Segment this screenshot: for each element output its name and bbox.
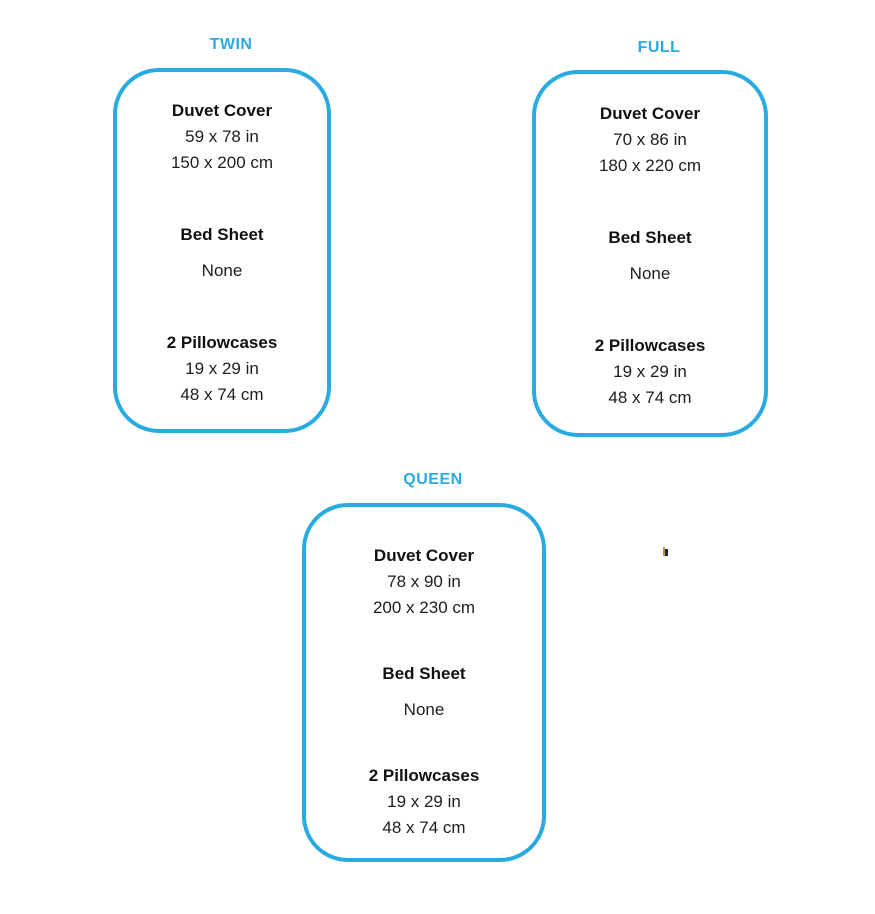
pillowcases-heading: 2 Pillowcases <box>594 336 706 355</box>
pillowcases-section: 2 Pillowcases 19 x 29 in 48 x 74 cm <box>306 763 542 841</box>
size-card-queen: Duvet Cover 78 x 90 in 200 x 230 cm Bed … <box>302 503 546 862</box>
duvet-cover-inches: 59 x 78 in <box>185 127 259 146</box>
size-title-queen: QUEEN <box>403 471 463 488</box>
pillowcases-inches: 19 x 29 in <box>185 359 259 378</box>
pillowcases-inches: 19 x 29 in <box>387 792 461 811</box>
bed-sheet-heading: Bed Sheet <box>608 228 692 247</box>
pillowcases-heading: 2 Pillowcases <box>166 333 278 352</box>
duvet-cover-inches: 70 x 86 in <box>613 130 687 149</box>
duvet-cover-section: Duvet Cover 78 x 90 in 200 x 230 cm <box>306 543 542 621</box>
duvet-cover-cm: 150 x 200 cm <box>170 153 274 172</box>
bed-sheet-section: Bed Sheet None <box>536 225 764 287</box>
duvet-cover-heading: Duvet Cover <box>599 104 701 123</box>
size-card-full: Duvet Cover 70 x 86 in 180 x 220 cm Bed … <box>532 70 768 437</box>
stray-mark-orange <box>663 547 665 556</box>
bed-sheet-heading: Bed Sheet <box>180 225 264 244</box>
pillowcases-heading: 2 Pillowcases <box>368 766 480 785</box>
duvet-cover-section: Duvet Cover 70 x 86 in 180 x 220 cm <box>536 101 764 179</box>
bed-sheet-value: None <box>201 261 243 280</box>
duvet-cover-section: Duvet Cover 59 x 78 in 150 x 200 cm <box>117 98 327 176</box>
size-title-full: FULL <box>637 39 681 56</box>
stray-mark-dark <box>665 549 668 556</box>
bed-sheet-section: Bed Sheet None <box>117 222 327 284</box>
bed-sheet-section: Bed Sheet None <box>306 661 542 723</box>
size-card-twin: Duvet Cover 59 x 78 in 150 x 200 cm Bed … <box>113 68 331 433</box>
duvet-cover-inches: 78 x 90 in <box>387 572 461 591</box>
duvet-cover-heading: Duvet Cover <box>171 101 273 120</box>
pillowcases-cm: 48 x 74 cm <box>608 388 692 407</box>
duvet-cover-heading: Duvet Cover <box>373 546 475 565</box>
bed-sheet-value: None <box>403 700 445 719</box>
stray-mark <box>663 547 669 557</box>
duvet-cover-cm: 180 x 220 cm <box>598 156 702 175</box>
pillowcases-cm: 48 x 74 cm <box>180 385 264 404</box>
pillowcases-section: 2 Pillowcases 19 x 29 in 48 x 74 cm <box>536 333 764 411</box>
pillowcases-inches: 19 x 29 in <box>613 362 687 381</box>
size-title-twin: TWIN <box>209 36 253 53</box>
bed-sheet-value: None <box>629 264 671 283</box>
duvet-cover-cm: 200 x 230 cm <box>372 598 476 617</box>
pillowcases-cm: 48 x 74 cm <box>382 818 466 837</box>
bed-sheet-heading: Bed Sheet <box>382 664 466 683</box>
pillowcases-section: 2 Pillowcases 19 x 29 in 48 x 74 cm <box>117 330 327 408</box>
